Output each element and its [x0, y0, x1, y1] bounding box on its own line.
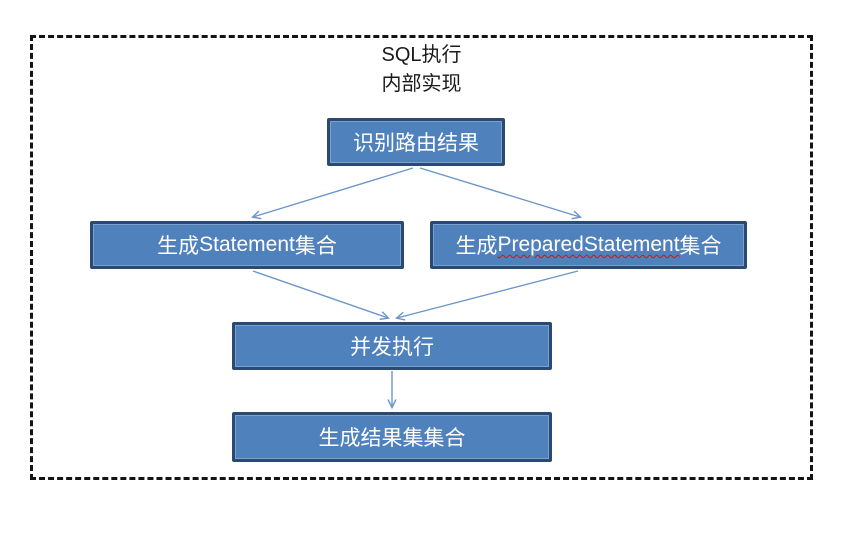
diagram-title: SQL执行 内部实现 [30, 41, 813, 99]
node-label-en: Statement [199, 233, 295, 256]
node-label: 识别路由结果 [353, 132, 479, 155]
dashed-border-frame [30, 35, 813, 480]
node-concurrent-execute: 并发执行 [232, 322, 552, 370]
node-label-suffix: 集合 [294, 235, 337, 258]
diagram-title-line1: SQL执行 [381, 44, 462, 66]
node-label: 并发执行 [350, 336, 434, 359]
node-label-en-spellchecked: PreparedStatement [497, 233, 680, 256]
node-label: 生成结果集集合 [318, 427, 466, 450]
node-label-prefix: 生成 [157, 235, 200, 258]
node-identify-routing-result: 识别路由结果 [327, 118, 505, 166]
node-label-suffix: 集合 [679, 235, 722, 258]
node-label-prefix: 生成 [455, 235, 498, 258]
diagram-title-line2: 内部实现 [381, 73, 462, 95]
node-generate-result-set: 生成结果集集合 [232, 412, 552, 462]
